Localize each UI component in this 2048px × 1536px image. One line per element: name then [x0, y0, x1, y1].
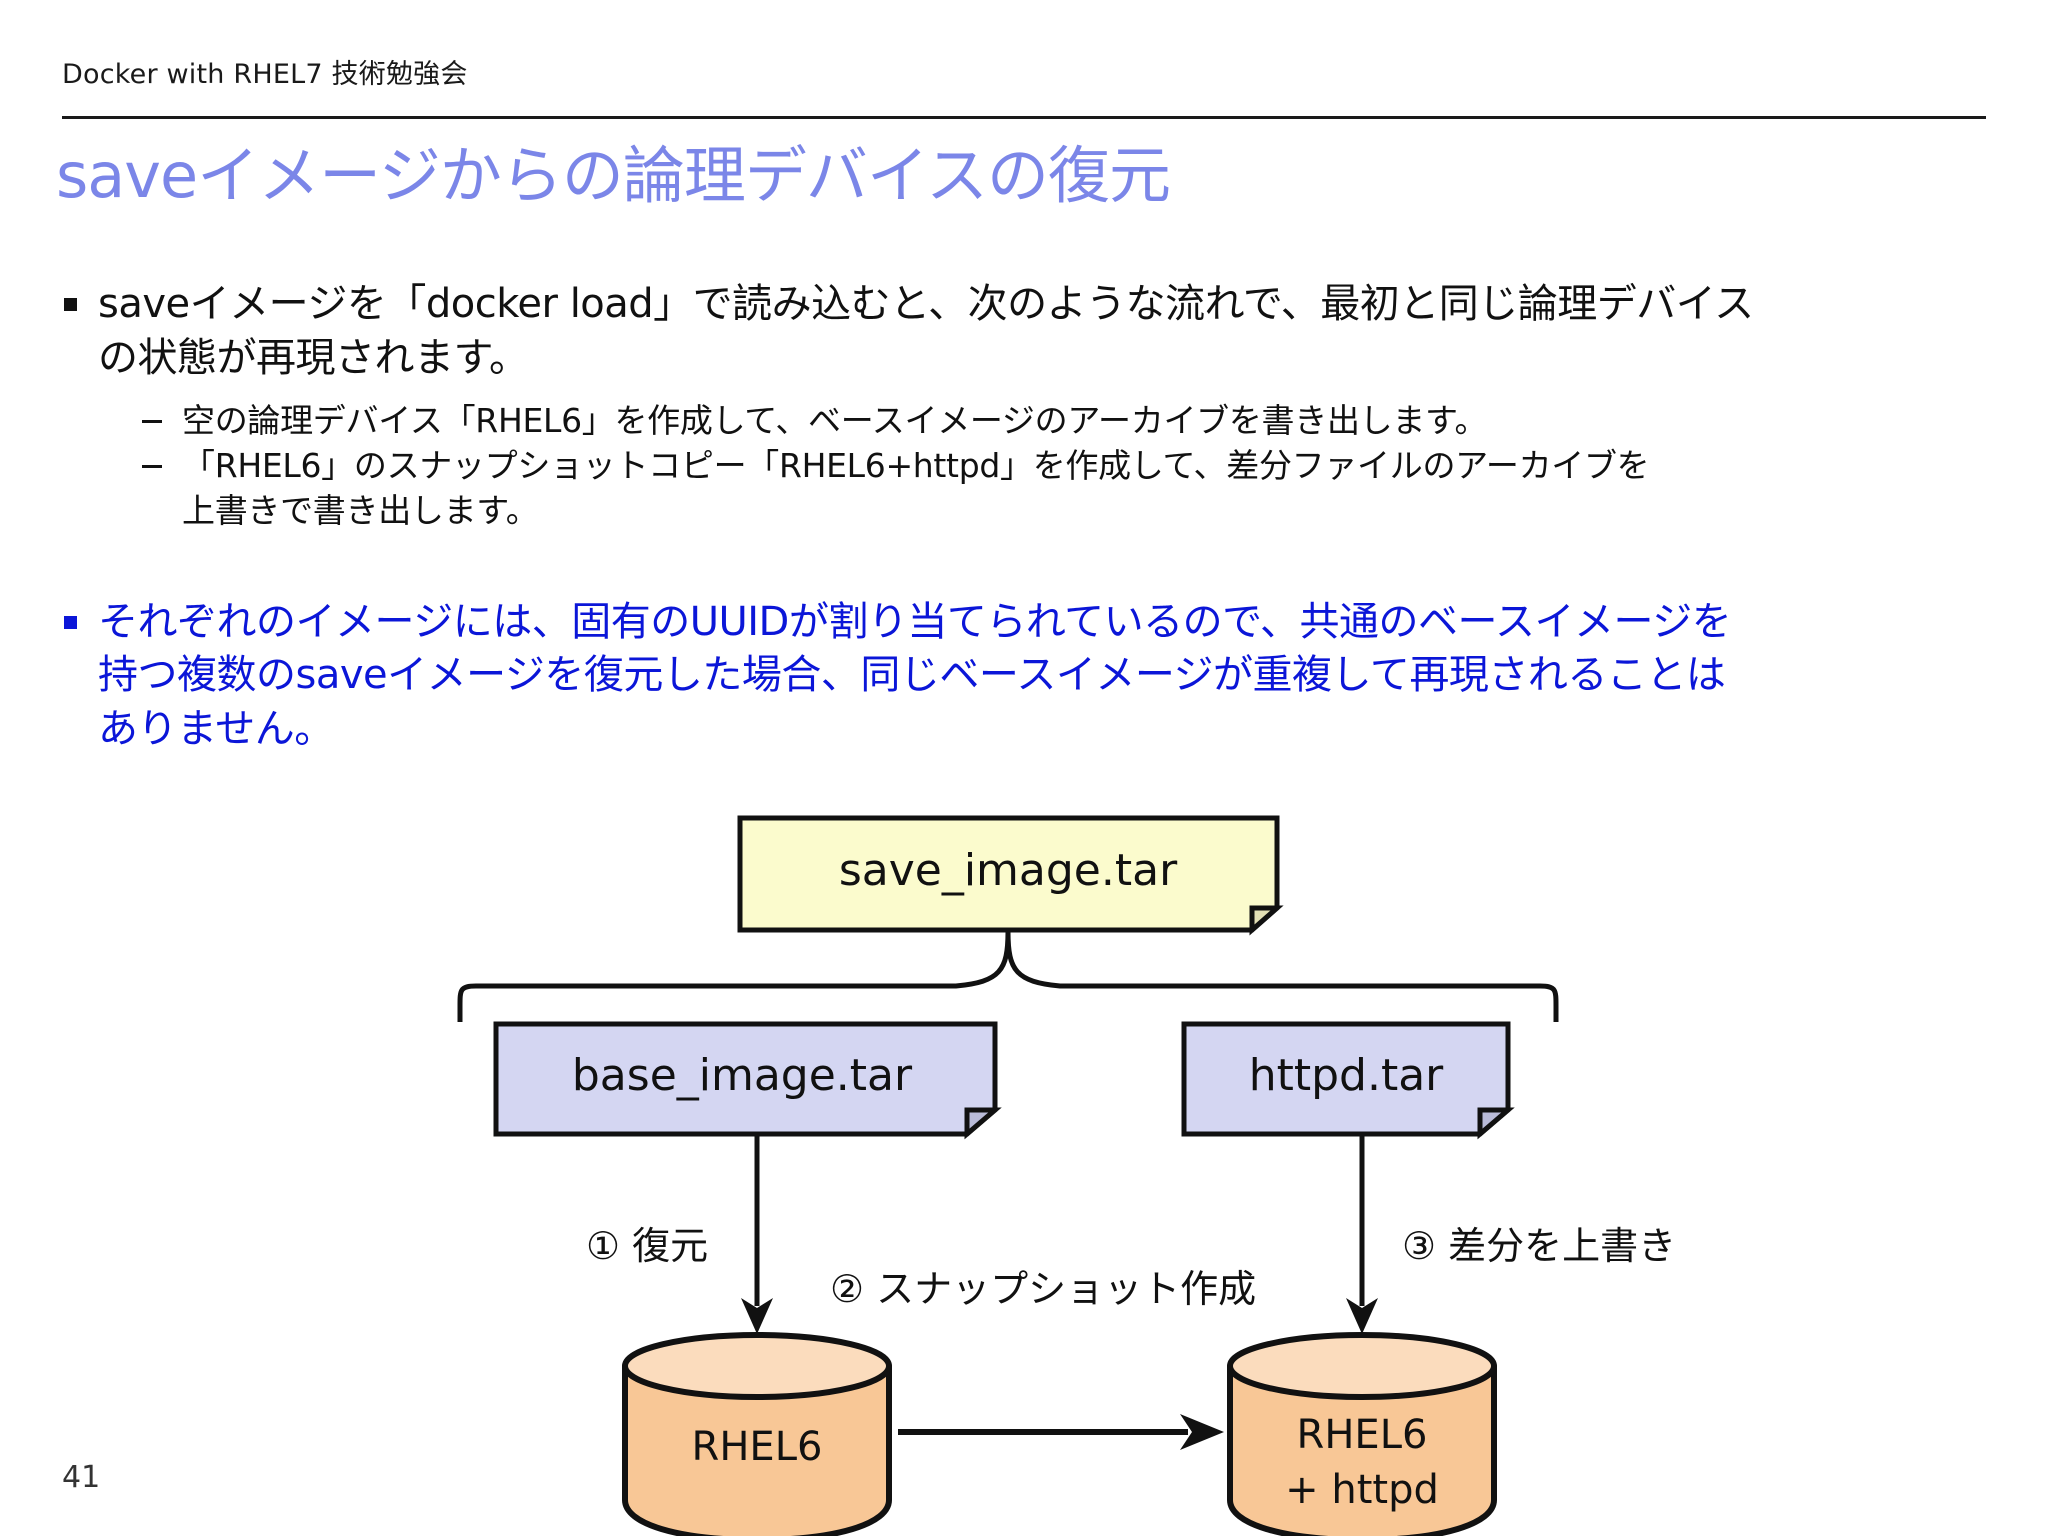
- arrow-snapshot: [898, 1414, 1224, 1450]
- bullet1-line2: の状態が再現されます。: [98, 334, 529, 381]
- bullet1-line1: saveイメージを「docker load」で読み込むと、次のような流れで、最初…: [98, 281, 1754, 327]
- cylinder-rhel6-httpd: RHEL6 + httpd: [1227, 1332, 1497, 1536]
- bullet2-line3: ありません。: [98, 706, 334, 752]
- dash-bullet-icon: [142, 465, 162, 469]
- cylinder-rhel6-label: RHEL6: [692, 1424, 823, 1470]
- restore-flow-diagram: save_image.tar base_image.tar httpd.tar: [0, 800, 2048, 1536]
- header-kicker: Docker with RHEL7 技術勉強会: [62, 59, 468, 90]
- dash-bullet-icon: [142, 420, 162, 424]
- header-divider: [62, 116, 1986, 119]
- httpd-tar-label: httpd.tar: [1249, 1050, 1444, 1101]
- base-image-tar-node: base_image.tar: [493, 1021, 1002, 1140]
- httpd-tar-node: httpd.tar: [1181, 1021, 1515, 1140]
- arrow-restore: [741, 1134, 773, 1334]
- save-image-tar-node: save_image.tar: [737, 815, 1284, 936]
- cylinder-rhel6-httpd-label-line1: RHEL6: [1297, 1412, 1428, 1458]
- brace-connector: [457, 931, 1559, 1022]
- square-bullet-icon: [64, 615, 77, 629]
- slide-header: Docker with RHEL7 技術勉強会: [62, 60, 1986, 90]
- bullet-level1-second: それぞれのイメージには、固有のUUIDが割り当てられているので、共通のベースイメ…: [56, 596, 2006, 757]
- bullet-level2-sub2: 「RHEL6」のスナップショットコピー「RHEL6+httpd」を作成して、差分…: [134, 444, 2006, 534]
- sub2-line1: 「RHEL6」のスナップショットコピー「RHEL6+httpd」を作成して、差分…: [182, 446, 1650, 486]
- slide-body: saveイメージを「docker load」で読み込むと、次のような流れで、最初…: [56, 278, 2006, 757]
- step2-label: ② スナップショット作成: [830, 1267, 1256, 1311]
- square-bullet-icon: [64, 298, 77, 311]
- page-number: 41: [62, 1460, 101, 1495]
- cylinder-rhel6: RHEL6: [622, 1332, 892, 1536]
- arrow-overwrite-diff: [1346, 1134, 1378, 1334]
- cylinder-rhel6-httpd-label-line2: + httpd: [1285, 1467, 1439, 1513]
- sub2-line2: 上書きで書き出します。: [182, 490, 539, 530]
- bullet-level1-first: saveイメージを「docker load」で読み込むと、次のような流れで、最初…: [56, 278, 2006, 385]
- bullet2-line1: それぞれのイメージには、固有のUUIDが割り当てられているので、共通のベースイメ…: [98, 598, 1732, 645]
- step3-label: ③ 差分を上書き: [1402, 1224, 1676, 1268]
- sub1-text: 空の論理デバイス「RHEL6」を作成して、ベースイメージのアーカイブを書き出しま…: [182, 401, 1488, 441]
- bullet-level2-sub1: 空の論理デバイス「RHEL6」を作成して、ベースイメージのアーカイブを書き出しま…: [134, 399, 2006, 444]
- step1-label: ① 復元: [586, 1224, 708, 1268]
- save-image-tar-label: save_image.tar: [839, 845, 1178, 896]
- bullet2-line2: 持つ複数のsaveイメージを復元した場合、同じベースイメージが重複して再現される…: [98, 652, 1726, 699]
- page-title: saveイメージからの論理デバイスの復元: [56, 139, 1171, 212]
- base-image-tar-label: base_image.tar: [572, 1050, 913, 1101]
